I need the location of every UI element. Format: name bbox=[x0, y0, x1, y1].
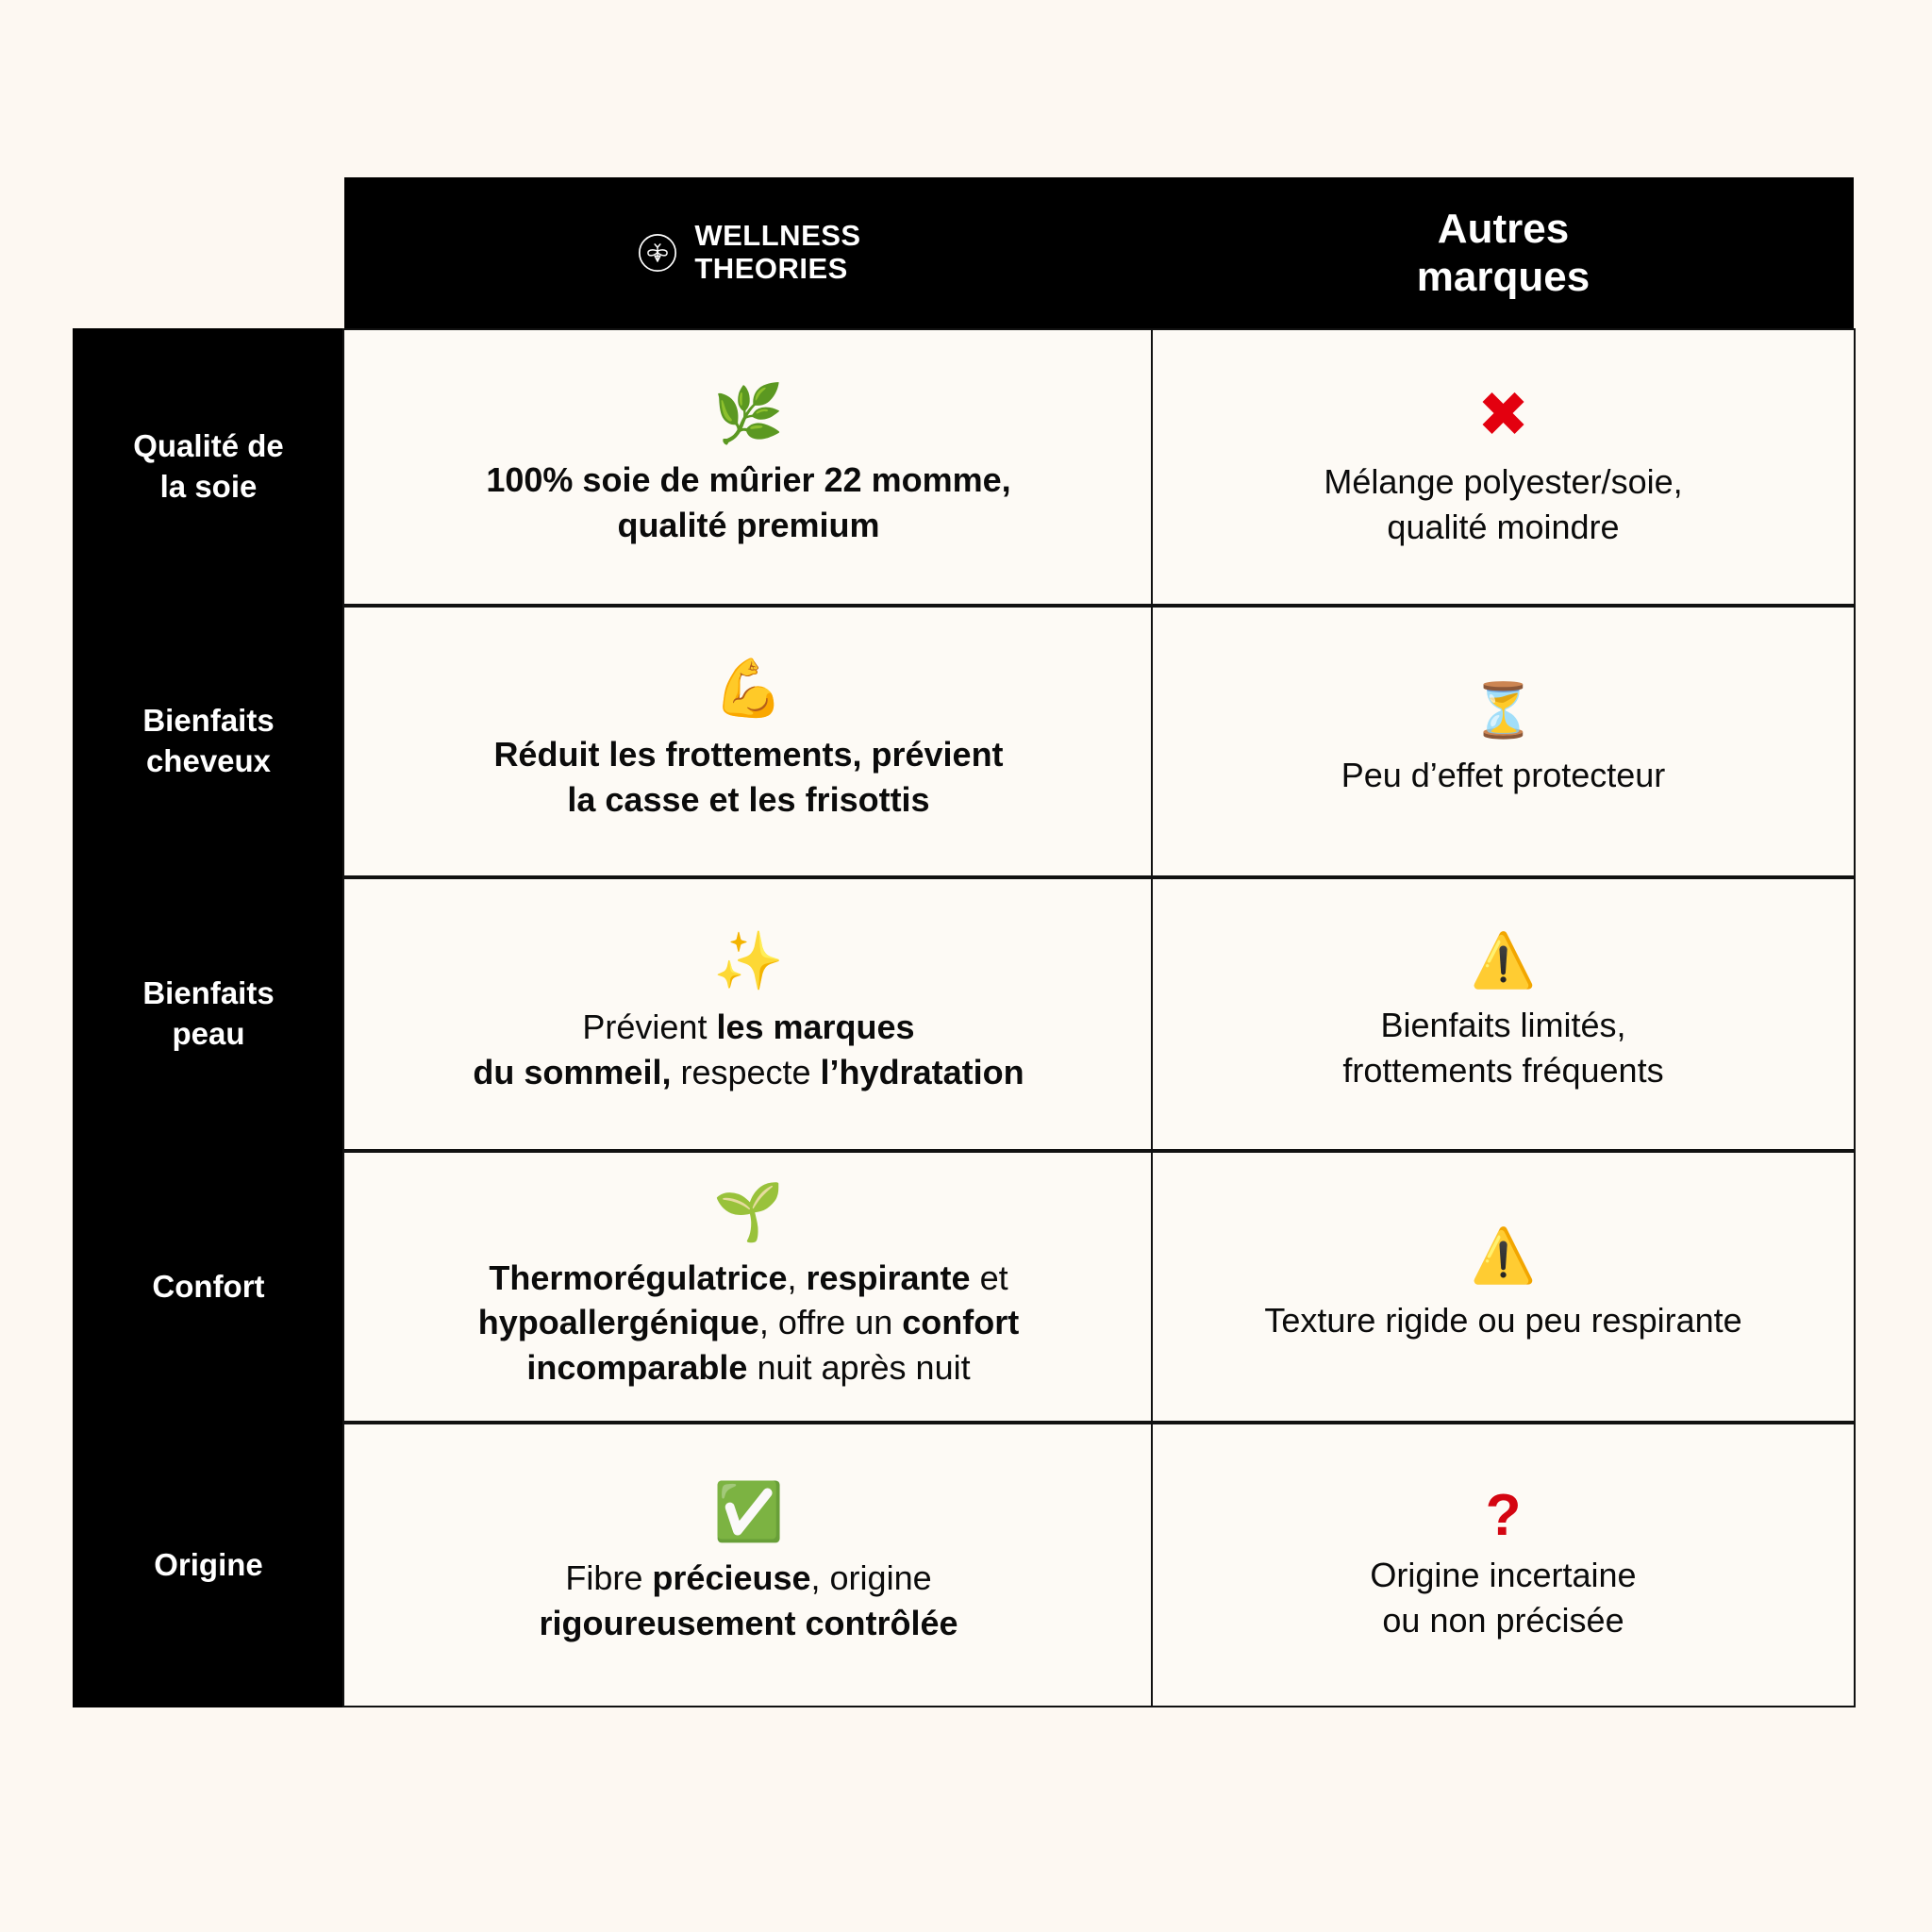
cell-text: Bienfaits limités,frottements fréquents bbox=[1342, 1006, 1664, 1090]
flexed-biceps-emoji: 💪 bbox=[713, 656, 784, 723]
table-cell-other: ⚠️ Texture rigide ou peu respirante bbox=[1151, 1151, 1856, 1423]
red-question-mark-icon: ? bbox=[1485, 1483, 1522, 1549]
brand-name: WELLNESS THEORIES bbox=[694, 219, 861, 285]
row-label-origine: Origine bbox=[73, 1423, 344, 1707]
row-label-confort: Confort bbox=[73, 1151, 344, 1423]
header-cell-other-brands: Autres marques bbox=[1153, 177, 1854, 328]
red-cross-mark-icon: ✖ bbox=[1476, 378, 1530, 452]
table-cell-other: ⏳ Peu d’effet protecteur bbox=[1151, 606, 1856, 877]
other-brands-title: Autres marques bbox=[1417, 205, 1590, 302]
warning-sign-emoji: ⚠️ bbox=[1470, 1225, 1537, 1288]
herb-leaf-emoji: 🌿 bbox=[713, 381, 784, 448]
table-cell-other: ⚠️ Bienfaits limités,frottements fréquen… bbox=[1151, 877, 1856, 1151]
sparkles-emoji: ✨ bbox=[713, 928, 784, 995]
other-brands-line2: marques bbox=[1416, 254, 1591, 300]
cell-text: Mélange polyester/soie,qualité moindre bbox=[1324, 462, 1683, 546]
table-cell-brand: 🌿 100% soie de mûrier 22 momme,qualité p… bbox=[342, 328, 1155, 606]
row-label-text: Origine bbox=[154, 1546, 263, 1582]
brand-name-line1: WELLNESS bbox=[694, 219, 861, 253]
table-cell-other: ✖ Mélange polyester/soie,qualité moindre bbox=[1151, 328, 1856, 606]
seedling-emoji: 🌱 bbox=[713, 1178, 784, 1245]
row-label-text: Confort bbox=[152, 1268, 265, 1304]
header-cell-brand: WELLNESS THEORIES bbox=[344, 177, 1153, 328]
check-mark-button-emoji: ✅ bbox=[713, 1479, 784, 1546]
warning-sign-emoji: ⚠️ bbox=[1470, 930, 1537, 992]
cell-text: 100% soie de mûrier 22 momme,qualité pre… bbox=[486, 460, 1011, 544]
other-brands-line1: Autres bbox=[1437, 205, 1570, 252]
cell-text: Texture rigide ou peu respirante bbox=[1264, 1301, 1742, 1341]
brand-logo: WELLNESS THEORIES bbox=[636, 219, 861, 285]
cell-text: Peu d’effet protecteur bbox=[1341, 756, 1666, 795]
brand-name-line2: THEORIES bbox=[694, 252, 848, 285]
bee-logo-icon bbox=[636, 231, 679, 275]
hourglass-emoji: ⏳ bbox=[1470, 680, 1537, 742]
